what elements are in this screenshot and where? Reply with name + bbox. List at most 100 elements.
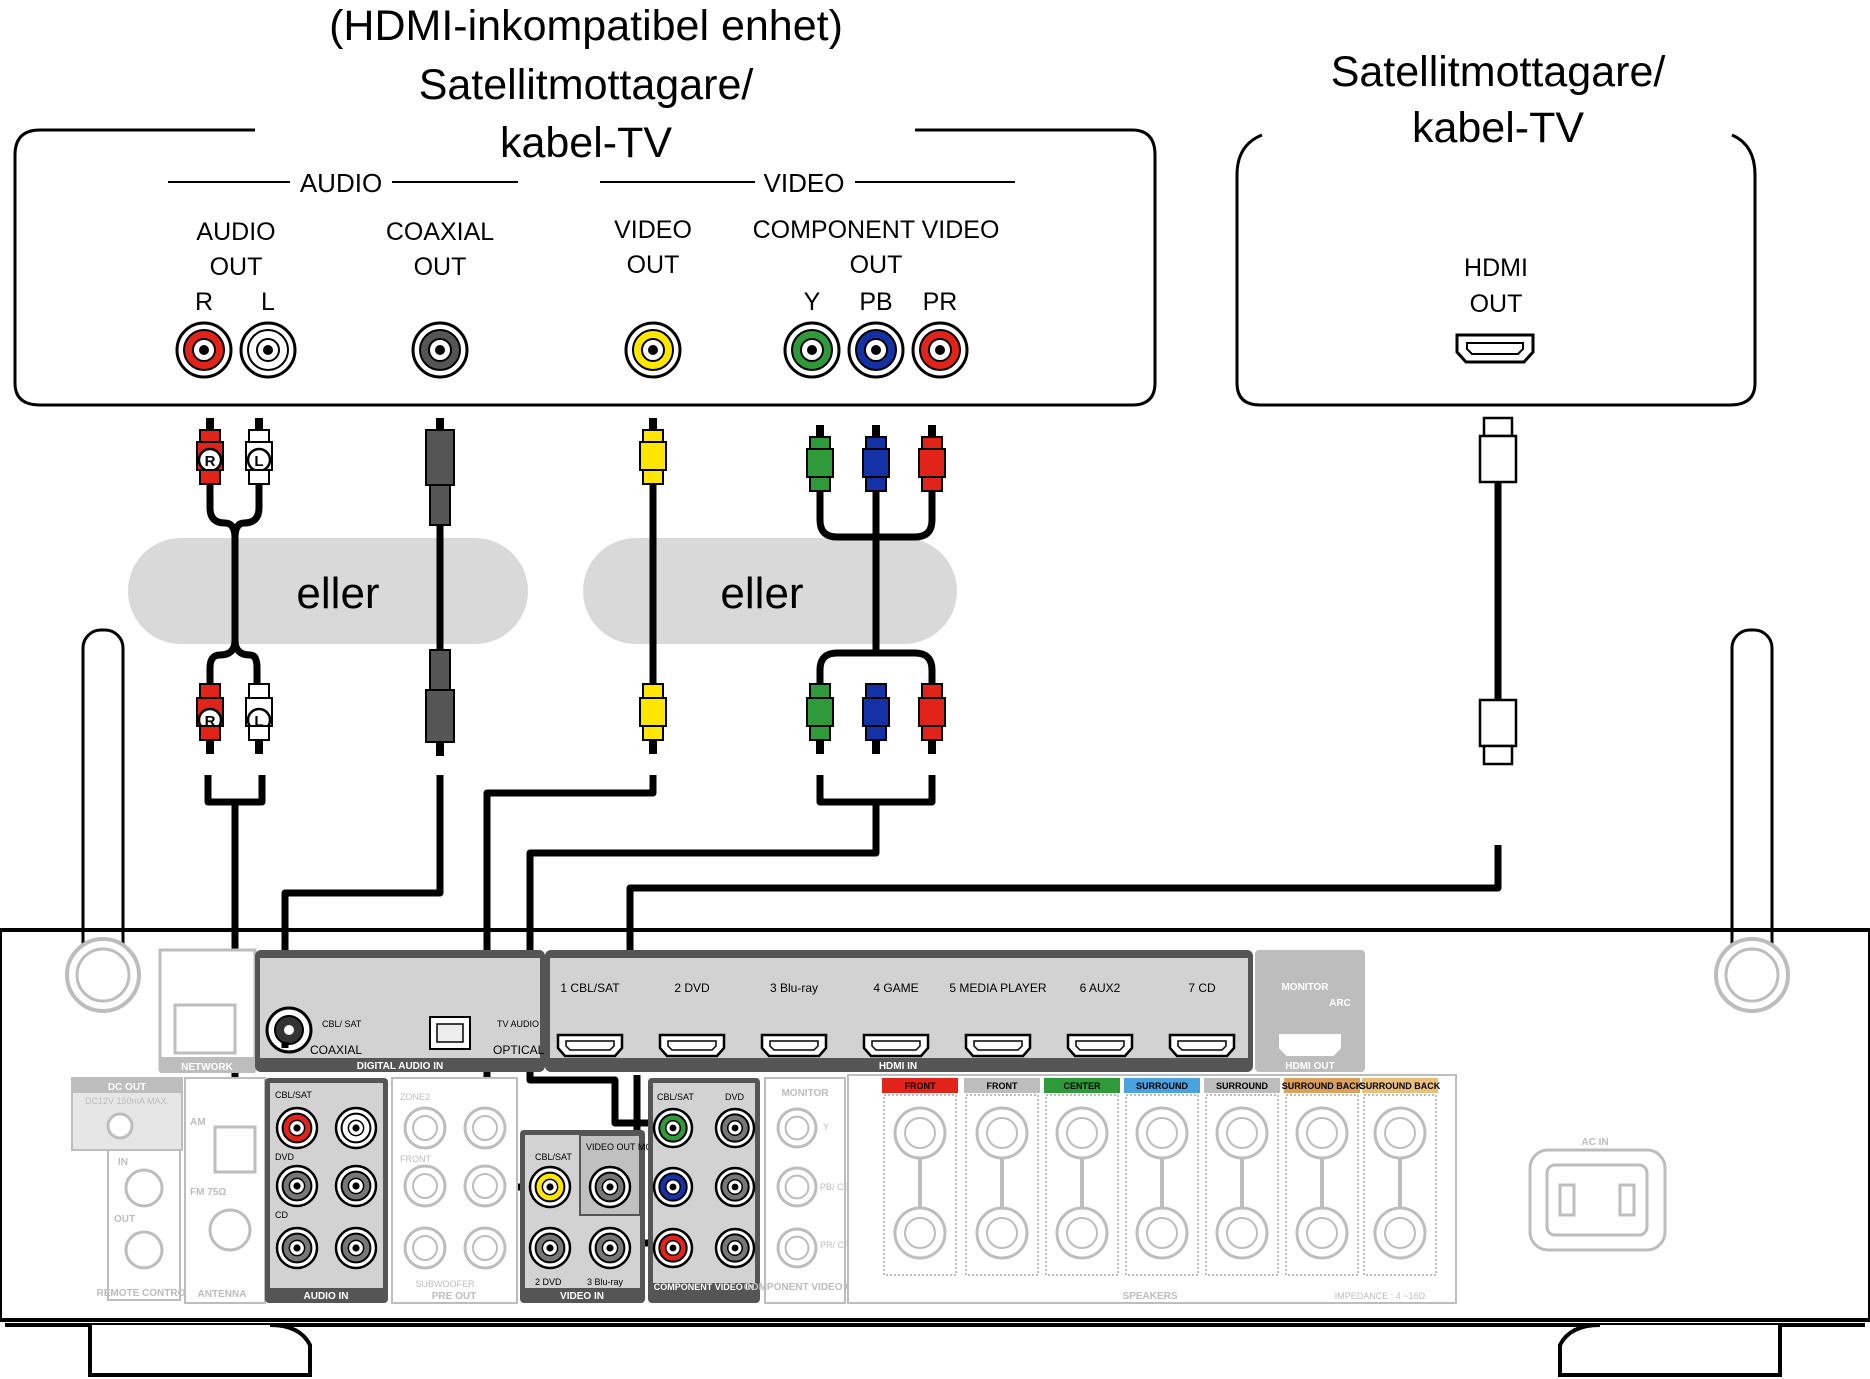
- front-label: FRONT: [400, 1154, 431, 1164]
- rca-jack-comp-pb: [847, 321, 905, 379]
- speaker-terminal-pair: SURROUND: [1204, 1078, 1280, 1276]
- right-device: Satellitmottagare/ kabel-TV HDMI OUT: [1235, 48, 1757, 407]
- hdmi-out-panel: MONITOR ARC HDMI OUT: [1255, 950, 1365, 1072]
- speaker-terminal-positive: [1055, 1106, 1109, 1160]
- tv-audio-label: TV AUDIO: [497, 1019, 539, 1029]
- audio-cbl-sat: CBL/SAT: [275, 1090, 312, 1100]
- audio-dvd: DVD: [275, 1152, 295, 1162]
- component-in-jack-dvd-pr: [714, 1227, 756, 1269]
- left-device-title-2: Satellitmottagare/: [419, 61, 754, 109]
- audio-l-label: L: [261, 288, 275, 316]
- video-out-label-2: OUT: [627, 251, 680, 279]
- component-out-jack: [776, 1227, 818, 1269]
- am-label: AM: [190, 1117, 206, 1128]
- video-dvd: 2 DVD: [535, 1277, 562, 1287]
- video-in-jack-dvd: [528, 1226, 572, 1270]
- video-in-panel: CBL/SAT VIDEO OUT MONITOR 2 DVD 3 Blu-ra…: [520, 1130, 681, 1303]
- hdmi-in-input-label: 3 Blu-ray: [770, 981, 818, 995]
- pre-out-label: PRE OUT: [432, 1291, 476, 1302]
- plug-coaxial-top: [425, 418, 455, 526]
- speaker-channel-label: CENTER: [1063, 1081, 1101, 1091]
- pre-out-jack: [403, 1226, 447, 1270]
- ac-in-label: AC IN: [1581, 1137, 1608, 1148]
- plug-comp-pr-top: [918, 425, 946, 492]
- comp-pr-out: PR/ CR: [820, 1240, 851, 1250]
- hdmi-in-input-label: 4 GAME: [873, 981, 918, 995]
- audio-out-label-1: AUDIO: [196, 218, 275, 246]
- comp-dvd: DVD: [725, 1092, 745, 1102]
- hdmi-in-port-inner: [667, 1040, 717, 1051]
- coaxial-out-label-2: OUT: [414, 253, 467, 281]
- speaker-channel-label: SURROUND BACK: [1360, 1081, 1441, 1091]
- component-video-out-label: COMPONENT VIDEO OUT: [744, 1282, 867, 1293]
- ac-in-socket: AC IN: [1528, 1137, 1667, 1252]
- zone2-label: ZONE2: [400, 1092, 430, 1102]
- speaker-channel-label: SURROUND BACK: [1282, 1081, 1363, 1091]
- audio-in-jacks: [275, 1106, 378, 1270]
- optical-label: OPTICAL: [493, 1043, 545, 1057]
- component-out-jack: [776, 1166, 818, 1208]
- right-device-title-2: kabel-TV: [1412, 104, 1584, 152]
- plug-comp-y-top: [806, 425, 834, 492]
- speaker-terminal-positive: [1135, 1106, 1189, 1160]
- video-in-label: VIDEO IN: [560, 1291, 604, 1302]
- audio-r-label: R: [195, 288, 213, 316]
- network-label: NETWORK: [181, 1062, 233, 1073]
- component-in-jack-pr: [652, 1227, 694, 1269]
- plug-video-bottom: [639, 683, 667, 754]
- hdmi-in-input-label: 2 DVD: [674, 981, 710, 995]
- component-video-in-panel: CBL/SAT DVD COMPONENT VIDEO IN: [648, 1078, 760, 1303]
- antenna-terminals: AM FM 75Ω ANTENNA: [184, 1077, 266, 1304]
- speakers-label: SPEAKERS: [1122, 1291, 1177, 1302]
- remote-out-label: OUT: [114, 1214, 135, 1225]
- audio-in-jack-cd-r: [275, 1226, 319, 1270]
- video-in-jack-monitor: [588, 1165, 632, 1209]
- left-device-box: [13, 128, 1157, 407]
- video-bluray: 3 Blu-ray: [587, 1277, 624, 1287]
- pre-out-jack: [463, 1106, 507, 1150]
- speaker-terminal-positive: [1215, 1106, 1269, 1160]
- hdmi-in-input-label: 1 CBL/SAT: [560, 981, 620, 995]
- component-in-jacks: [652, 1107, 756, 1269]
- video-in-jacks: [528, 1165, 632, 1270]
- pre-out-jack: [463, 1164, 507, 1208]
- speaker-terminal-positive: [1373, 1106, 1427, 1160]
- speaker-terminal-positive: [975, 1106, 1029, 1160]
- hdmi-out-label: HDMI OUT: [1285, 1061, 1334, 1072]
- plug-coaxial-bottom: [425, 649, 455, 756]
- audio-in-jack-cbl-l: [334, 1106, 378, 1150]
- audio-in-jack-cd-l: [334, 1226, 378, 1270]
- pre-out-panel: ZONE2 FRONT SUBWOOFER PRE OUT: [391, 1077, 518, 1304]
- hdmi-in-port-inner: [769, 1040, 819, 1051]
- dc-out-panel: DC OUT DC12V 150mA MAX. IN OUT REMOTE CO…: [71, 1077, 192, 1301]
- speaker-terminal-negative: [1055, 1206, 1109, 1260]
- component-out-jack: [776, 1107, 818, 1149]
- dc-spec-label: DC12V 150mA MAX.: [85, 1096, 169, 1106]
- hdmi-in-port-inner: [1177, 1040, 1227, 1051]
- hdmi-in-input-label: 6 AUX2: [1080, 981, 1121, 995]
- coaxial-label: COAXIAL: [310, 1043, 362, 1057]
- speaker-terminal-pair: CENTER: [1044, 1078, 1120, 1276]
- comp-pb-out: PB/ CB: [820, 1182, 850, 1192]
- component-in-jack-y: [652, 1107, 694, 1149]
- impedance-label: IMPEDANCE : 4 ~16Ω: [1335, 1291, 1426, 1301]
- speaker-terminal-pair: SURROUND: [1124, 1078, 1200, 1276]
- hdmi-in-input-label: 7 CD: [1188, 981, 1216, 995]
- video-group-label: VIDEO: [764, 168, 845, 198]
- rca-jack-audio-r: [175, 321, 233, 379]
- monitor-label: MONITOR: [1281, 982, 1329, 993]
- component-video-out-panel: MONITOR Y PB/ CB PR/ CR COMPONENT VIDEO …: [744, 1077, 867, 1304]
- rca-jack-audio-l: [239, 321, 297, 379]
- rca-jack-video: [624, 321, 682, 379]
- speaker-terminal-positive: [893, 1106, 947, 1160]
- hdmi-in-port-inner: [871, 1040, 921, 1051]
- coaxial-out-label-1: COAXIAL: [386, 218, 494, 246]
- or-indicator-left: eller: [128, 538, 528, 644]
- or-label-left: eller: [296, 569, 379, 618]
- speaker-terminal-positive: [1295, 1106, 1349, 1160]
- speaker-terminal-negative: [1373, 1206, 1427, 1260]
